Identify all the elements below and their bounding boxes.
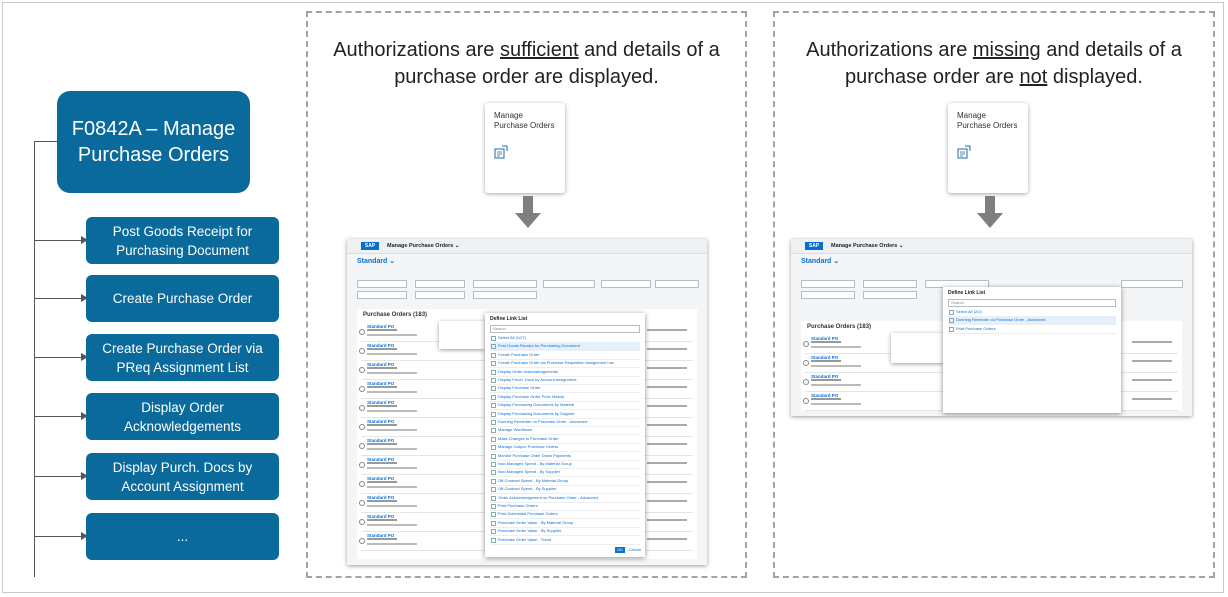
link-list-item[interactable]: Create Purchase Order (490, 351, 640, 360)
missing-authorizations-panel: Authorizations are missing and details o… (773, 11, 1215, 578)
app-tile[interactable]: Manage Purchase Orders (485, 103, 565, 193)
link-list-item[interactable]: Print Scheduled Purchase Orders (490, 510, 640, 520)
link-list-item[interactable]: Monitor Purchase Order Down Payments (490, 452, 640, 461)
link-list-item[interactable]: Dunning Reminder on Purchase Order - Adv… (948, 316, 1116, 326)
link-list-item[interactable]: Purchase Order Value - By Material Group (490, 519, 640, 528)
link-list-item[interactable]: Print Purchase Orders (948, 325, 1116, 334)
link-list-item[interactable]: Print Purchase Orders (490, 502, 640, 511)
dialog-search-input[interactable]: Search (948, 299, 1116, 307)
root-app-box: F0842A – Manage Purchase Orders (57, 91, 250, 193)
child-app-box: Post Goods Receipt for Purchasing Docume… (86, 217, 279, 264)
link-list-item[interactable]: Purchase Order Value - Trend (490, 536, 640, 545)
panel-heading: Authorizations are sufficient and detail… (333, 39, 720, 88)
cancel-button[interactable]: Cancel (628, 547, 641, 552)
link-list-item[interactable]: Display Purchase Order (490, 384, 640, 394)
filter-field[interactable] (415, 291, 465, 299)
link-list-item[interactable]: Mass Changes to Purchase Order (490, 435, 640, 444)
app-tile[interactable]: Manage Purchase Orders (948, 103, 1028, 193)
link-list-item[interactable]: Non-Managed Spend - By Supplier (490, 468, 640, 478)
sufficient-authorizations-panel: Authorizations are sufficient and detail… (306, 11, 747, 578)
branch-arrow (34, 236, 88, 244)
filter-field[interactable] (801, 280, 855, 288)
child-app-box: Create Purchase Order via PReq Assignmen… (86, 334, 279, 381)
app-title: Manage Purchase Orders ⌄ (831, 243, 904, 249)
table-title: Purchase Orders (183) (807, 324, 872, 330)
filter-field[interactable] (863, 280, 917, 288)
link-list-item[interactable]: Order Acknowledgement on Purchase Order … (490, 494, 640, 503)
filter-field[interactable] (1121, 280, 1183, 288)
panel-heading: Authorizations are missing and details o… (806, 39, 1182, 88)
child-app-box: Display Purch. Docs by Account Assignmen… (86, 453, 279, 500)
tile-label: Manage Purchase Orders (957, 111, 1018, 130)
define-link-list-dialog: Define Link List Search Select All (2/2)… (943, 287, 1121, 413)
branch-arrow (34, 472, 88, 480)
shell-bar: SAP Manage Purchase Orders ⌄ (791, 239, 1192, 254)
filter-field[interactable] (473, 291, 537, 299)
filter-field[interactable] (801, 291, 855, 299)
child-app-box: ... (86, 513, 279, 560)
sap-logo: SAP (805, 242, 823, 250)
link-list-item[interactable]: Create Purchase Order via Purchase Requi… (490, 359, 640, 369)
link-list-item[interactable]: Purchase Order Value - By Supplier (490, 527, 640, 537)
link-list-item[interactable]: Off-Contract Spend - By Material Group (490, 477, 640, 486)
purchase-order-icon (494, 145, 508, 159)
filter-field[interactable] (415, 280, 465, 288)
app-screenshot-missing: SAP Manage Purchase Orders ⌄ Standard ⌄ … (791, 239, 1192, 416)
filter-field[interactable] (601, 280, 651, 288)
link-list-item[interactable]: Display Purch. Docs by Account Assignmen… (490, 376, 640, 385)
app-title: Manage Purchase Orders ⌄ (387, 243, 460, 249)
link-list-item[interactable]: Display Purchasing Documents by Material (490, 401, 640, 411)
filter-bar (357, 272, 699, 299)
filter-field[interactable] (543, 280, 595, 288)
app-screenshot-sufficient: SAP Manage Purchase Orders ⌄ Standard ⌄ … (347, 239, 707, 565)
variant-selector[interactable]: Standard ⌄ (801, 258, 840, 265)
filter-field[interactable] (357, 280, 407, 288)
ok-button[interactable]: OK (615, 547, 625, 553)
link-list-item[interactable]: Off-Contract Spend - By Supplier (490, 485, 640, 495)
down-arrow (977, 196, 1003, 228)
link-list-item[interactable]: Display Purchasing Documents by Supplier (490, 410, 640, 419)
branch-arrow (34, 532, 88, 540)
branch-arrow (34, 294, 88, 302)
tree-trunk-line (34, 141, 35, 577)
branch-arrow (34, 412, 88, 420)
quick-view-popover (439, 321, 485, 349)
link-list-item[interactable]: Display Order Acknowledgements (490, 368, 640, 377)
variant-selector[interactable]: Standard ⌄ (357, 258, 396, 265)
define-link-list-dialog: Define Link List Search Select All (1/27… (485, 313, 645, 557)
branch-arrow (34, 353, 88, 361)
table-title: Purchase Orders (183) (363, 312, 428, 318)
child-app-box: Create Purchase Order (86, 275, 279, 322)
filter-field[interactable] (473, 280, 537, 288)
tile-label: Manage Purchase Orders (494, 111, 555, 130)
link-list-item[interactable]: Non-Managed Spend - By Material Group (490, 460, 640, 469)
purchase-order-icon (957, 145, 971, 159)
sap-logo: SAP (361, 242, 379, 250)
filter-field[interactable] (863, 291, 917, 299)
child-app-box: Display Order Acknowledgements (86, 393, 279, 440)
link-list-item[interactable]: Dunning Reminder on Purchase Order - Adv… (490, 418, 640, 427)
tree-root-connector (34, 141, 58, 142)
link-list-item[interactable]: Manage Output: Purchase Orders (490, 443, 640, 453)
shell-bar: SAP Manage Purchase Orders ⌄ (347, 239, 707, 254)
quick-view-popover (891, 333, 943, 363)
filter-field[interactable] (357, 291, 407, 299)
filter-field[interactable] (655, 280, 699, 288)
dialog-search-input[interactable]: Search (490, 325, 640, 333)
dialog-title: Define Link List (948, 290, 986, 296)
link-list-item[interactable]: Manage Workflows (490, 426, 640, 436)
dialog-title: Define Link List (490, 316, 528, 322)
link-list-item[interactable]: Display Purchase Order Price History (490, 393, 640, 402)
down-arrow (515, 196, 541, 228)
link-list-item[interactable]: Post Goods Receipt for Purchasing Docume… (490, 342, 640, 352)
